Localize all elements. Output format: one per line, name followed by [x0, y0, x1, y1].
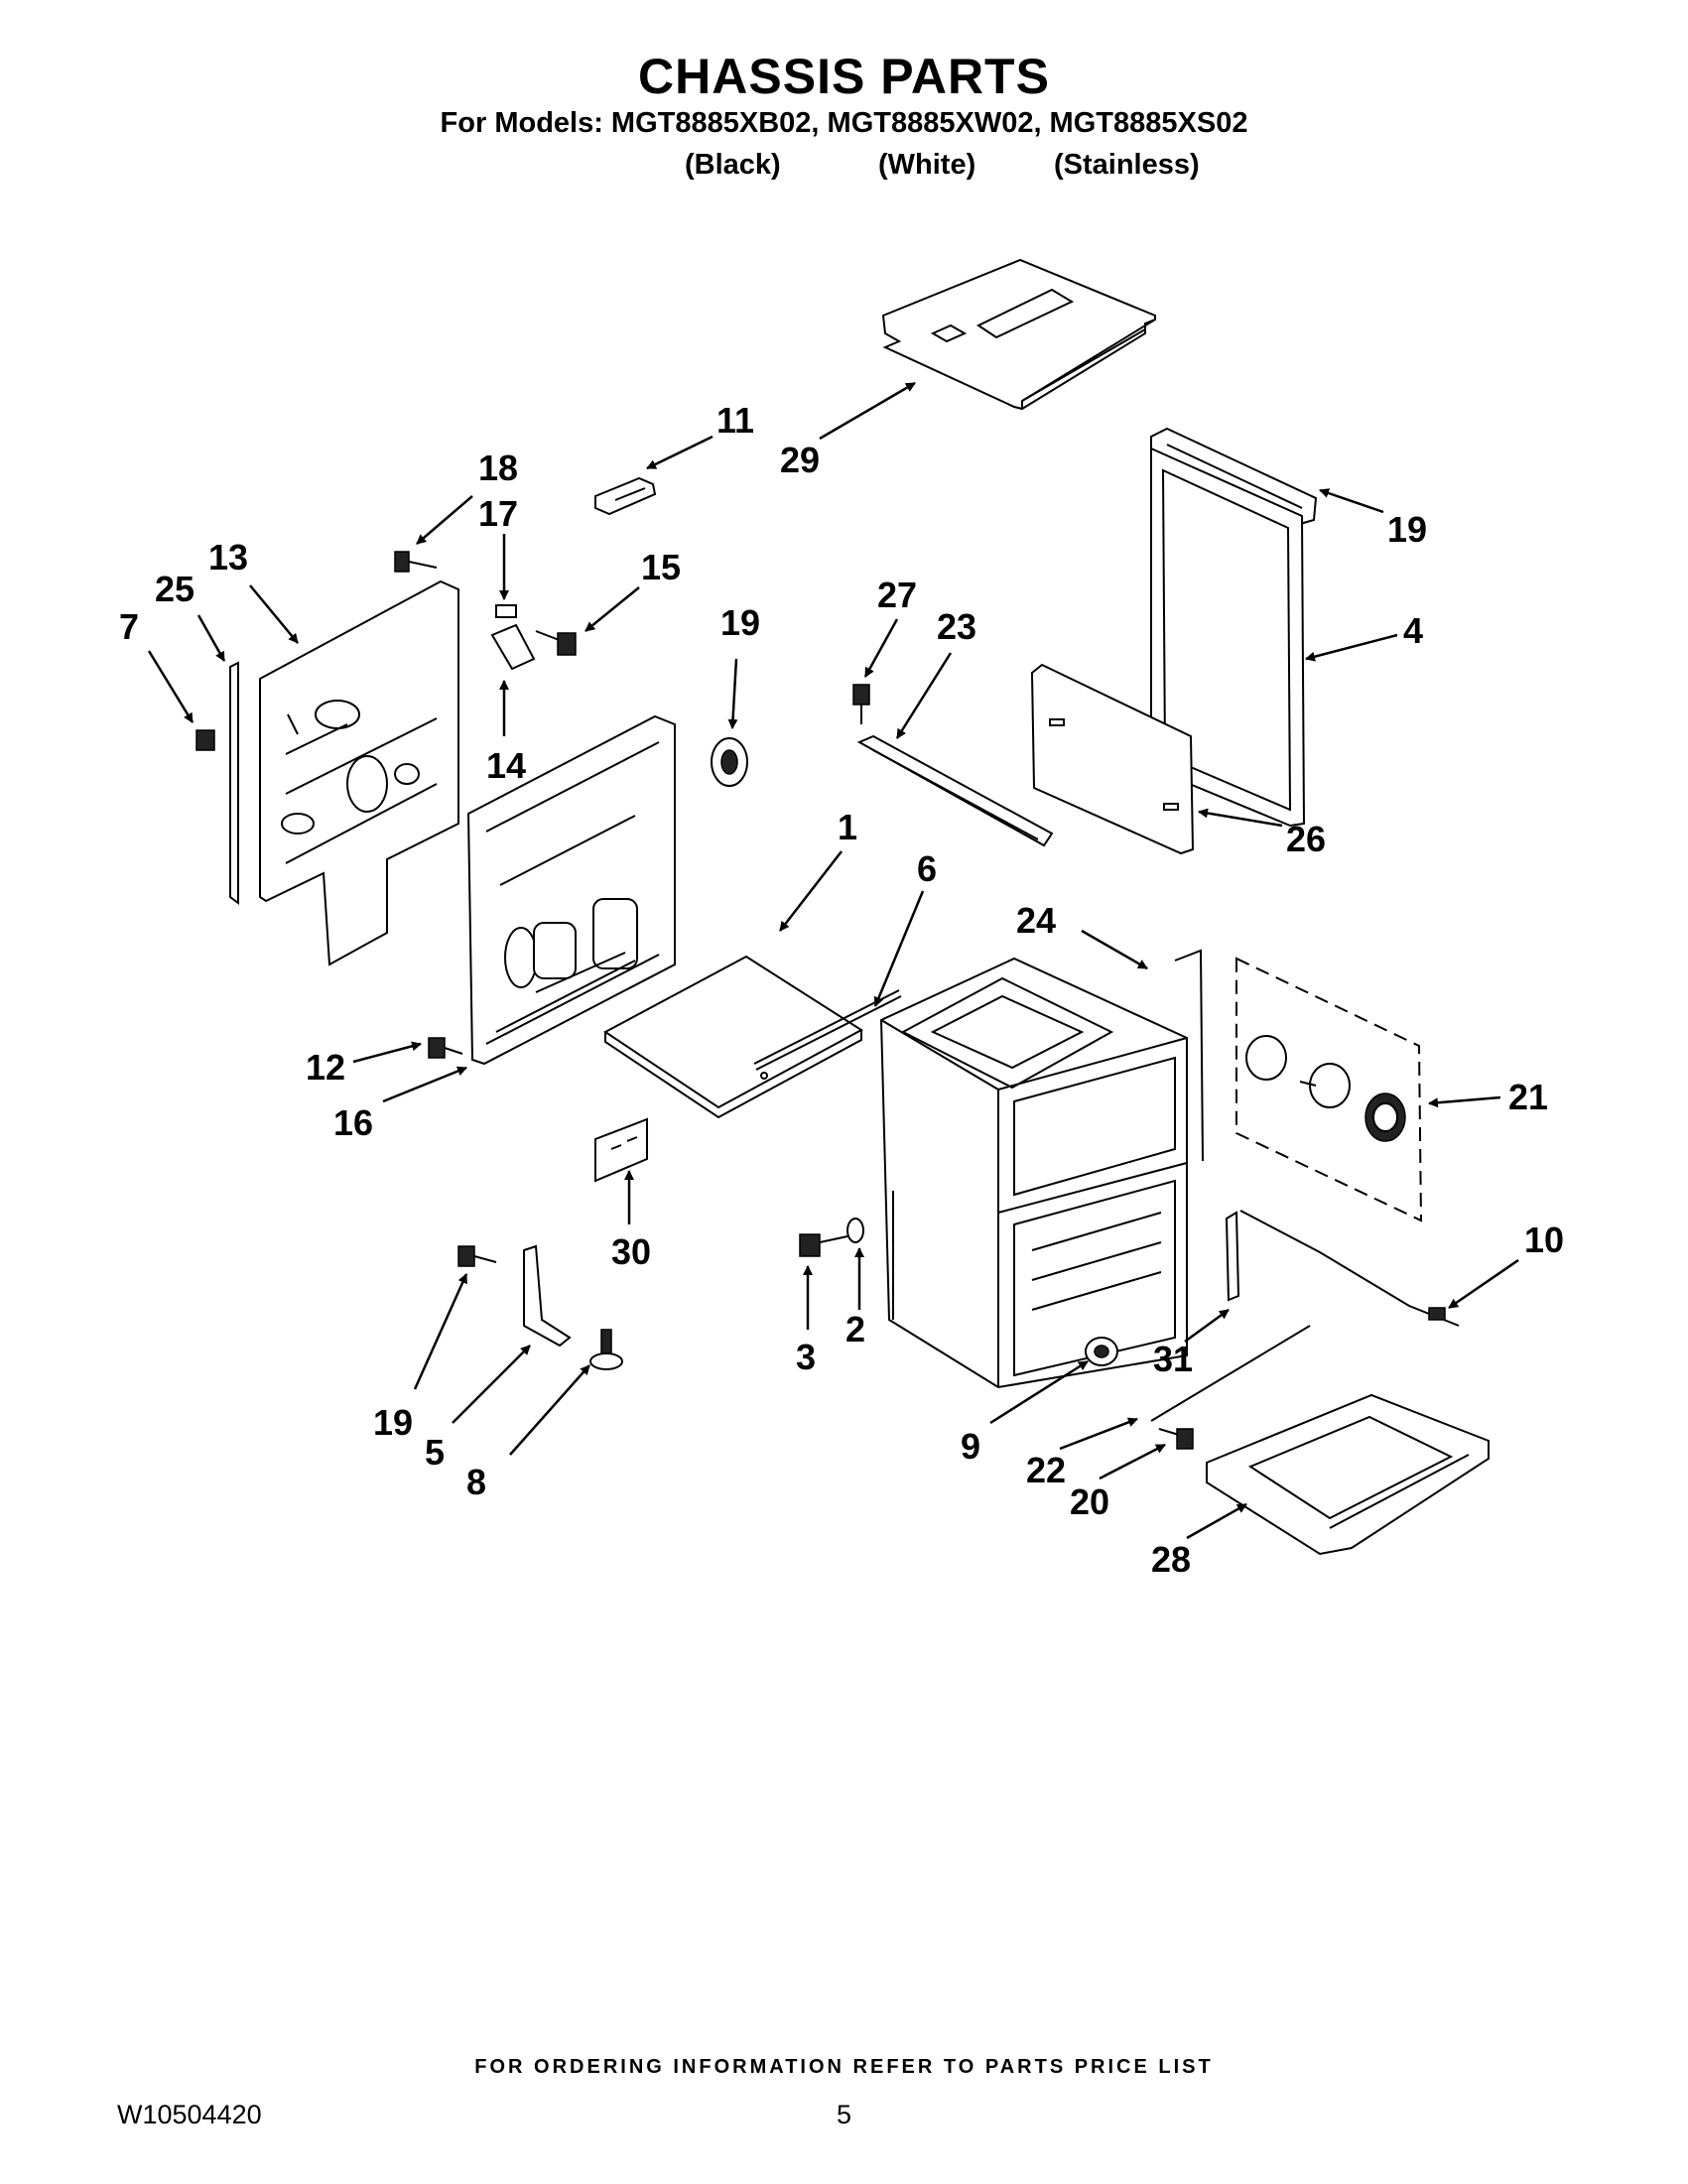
part-31-bracket [1225, 1211, 1240, 1302]
part-23-bracket [856, 734, 1054, 847]
callout-18: 18 [478, 448, 518, 488]
callout-labels: 29 11 19 18 17 13 25 7 15 14 19 27 23 4 … [119, 400, 1564, 1580]
part-4-door-frame [1150, 447, 1306, 828]
callout-21: 21 [1508, 1077, 1548, 1117]
callout-22: 22 [1026, 1450, 1066, 1490]
page-number: 5 [837, 2100, 852, 2129]
callout-31: 31 [1153, 1339, 1193, 1379]
callout-13: 13 [208, 537, 248, 578]
part-27-screw [852, 684, 870, 724]
models-line: For Models: MGT8885XB02, MGT8885XW02, MG… [440, 107, 1248, 139]
variant-black: (Black) [685, 149, 781, 181]
callout-16: 16 [333, 1102, 373, 1143]
part-26-inner-panel [1030, 663, 1195, 855]
callout-27: 27 [877, 575, 917, 615]
callout-8: 8 [466, 1462, 486, 1502]
callout-9: 9 [961, 1426, 980, 1467]
variant-white: (White) [878, 149, 976, 181]
part-21-light-assembly [1235, 957, 1423, 1222]
callout-12: 12 [306, 1047, 345, 1088]
part-3-screw [799, 1233, 848, 1257]
ordering-note: FOR ORDERING INFORMATION REFER TO PARTS … [474, 2056, 1214, 2078]
part-19-grommet [711, 737, 748, 787]
leader-lines [147, 381, 1519, 1540]
callout-5: 5 [425, 1432, 445, 1473]
callout-20: 20 [1070, 1481, 1109, 1522]
callout-28: 28 [1151, 1539, 1191, 1580]
part-5-leg-bracket [523, 1244, 572, 1348]
page-title: CHASSIS PARTS [638, 49, 1050, 104]
part-19-lower-screw [457, 1245, 497, 1267]
callout-24: 24 [1016, 900, 1056, 941]
callout-2: 2 [845, 1309, 865, 1349]
callout-19-top: 19 [1387, 509, 1427, 550]
callout-29: 29 [780, 440, 820, 480]
part-1-tray [603, 955, 863, 1119]
part-30-bracket [594, 1117, 648, 1183]
part-8-leveling-leg [589, 1329, 623, 1370]
callout-14: 14 [486, 745, 526, 786]
part-11-bracket [594, 476, 657, 516]
callout-4: 4 [1403, 610, 1423, 651]
callout-3: 3 [796, 1337, 816, 1377]
callout-25: 25 [155, 569, 195, 609]
part-10-sensor [1239, 1210, 1460, 1327]
part-18-screw [394, 551, 438, 573]
part-9-foot [1085, 1337, 1118, 1366]
part-15-screw [535, 630, 577, 656]
callout-11: 11 [716, 400, 754, 441]
callout-19-mid: 19 [720, 602, 760, 643]
part-17-clip [490, 604, 536, 671]
part-25-strip [229, 661, 239, 905]
callout-17: 17 [478, 493, 518, 534]
part-28-drawer-panel [1206, 1393, 1490, 1556]
callout-30: 30 [611, 1231, 651, 1272]
part-29-top-panel [881, 258, 1156, 411]
part-20-screw [1158, 1428, 1194, 1450]
callout-7: 7 [119, 606, 139, 647]
part-16-side-panel [466, 714, 676, 1066]
part-13-rear-panel [259, 579, 459, 966]
callout-1: 1 [838, 807, 857, 847]
part-22-wire [1150, 1325, 1311, 1422]
callout-15: 15 [641, 547, 681, 587]
part-7-screw [195, 729, 215, 751]
callout-26: 26 [1286, 819, 1326, 859]
part-12-screw [428, 1037, 463, 1059]
callout-6: 6 [917, 848, 937, 889]
variant-stainless: (Stainless) [1054, 149, 1200, 181]
callout-10: 10 [1524, 1220, 1564, 1260]
part-24-oven-cavity [879, 949, 1204, 1389]
part-2-washer [846, 1218, 864, 1243]
document-number: W10504420 [117, 2100, 262, 2129]
callout-23: 23 [937, 606, 976, 647]
callout-19-bottom: 19 [373, 1402, 413, 1443]
